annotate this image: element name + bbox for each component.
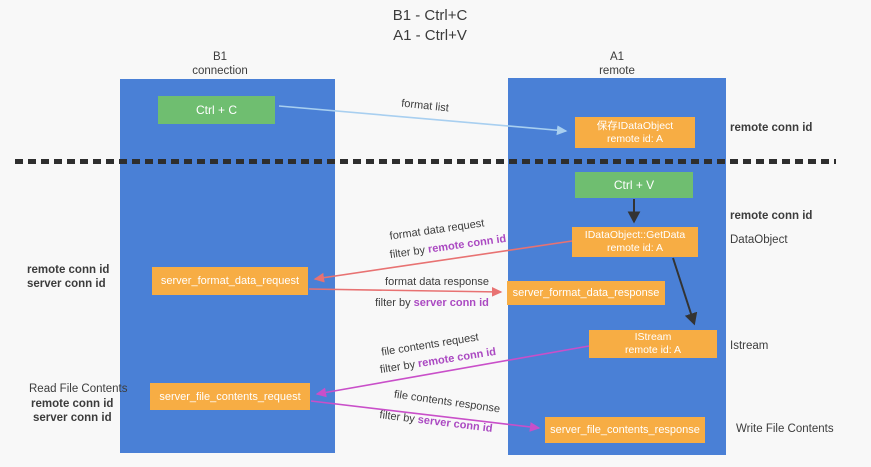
- getdata-to-istream-arrow: [672, 257, 698, 326]
- write-file-contents-label: Write File Contents: [736, 423, 834, 435]
- page-title: B1 - Ctrl+C A1 - Ctrl+V: [300, 6, 560, 46]
- format-data-request-arrow: [313, 240, 573, 283]
- server-format-data-request-box: server_format_data_request: [152, 267, 308, 295]
- left-server-conn-id-label-2: server conn id: [33, 412, 112, 424]
- server-file-contents-response-box: server_file_contents_response: [545, 417, 705, 443]
- format-response-filter-label: filter by server conn id: [362, 297, 502, 309]
- left-remote-conn-id-label: remote conn id: [27, 264, 110, 276]
- save-idataobject-box: 保存IDataObject remote id: A: [575, 117, 695, 148]
- getdata-line1: IDataObject::GetData: [584, 229, 686, 241]
- left-server-conn-id-label: server conn id: [27, 278, 106, 290]
- save-idataobject-line1: 保存IDataObject: [596, 119, 674, 132]
- ctrl-c-box: Ctrl + C: [158, 96, 275, 124]
- ctrl-v-box: Ctrl + V: [575, 172, 693, 198]
- right-column-header: A1 remote: [537, 51, 697, 78]
- format-list-arrow: [278, 105, 568, 136]
- getdata-line2: remote id: A: [606, 242, 664, 254]
- idataobject-getdata-box: IDataObject::GetData remote id: A: [572, 227, 698, 257]
- file-contents-request-arrow: [315, 345, 590, 398]
- file-response-label: server_file_contents_response: [550, 424, 700, 436]
- left-column-name: B1: [212, 51, 228, 63]
- format-data-response-label: format data response: [385, 276, 489, 288]
- file-contents-response-arrow: [310, 400, 541, 432]
- istream-line1: IStream: [634, 331, 672, 343]
- file-request-label: server_file_contents_request: [159, 390, 301, 403]
- istream-box: IStream remote id: A: [589, 330, 717, 358]
- read-file-contents-label: Read File Contents: [29, 383, 128, 395]
- right-remote-conn-id-label-top: remote conn id: [730, 122, 813, 134]
- istream-line2: remote id: A: [624, 344, 682, 356]
- format-request-label: server_format_data_request: [160, 275, 300, 287]
- dataobject-label: DataObject: [730, 234, 788, 246]
- right-column-name: A1: [609, 51, 625, 63]
- format-data-response-arrow: [308, 286, 503, 297]
- left-column-role: connection: [192, 64, 248, 77]
- title-line-1: B1 - Ctrl+C: [392, 7, 468, 24]
- left-column-header: B1 connection: [140, 51, 300, 78]
- right-remote-conn-id-label-mid: remote conn id: [730, 210, 813, 222]
- left-remote-conn-id-label-2: remote conn id: [31, 398, 114, 410]
- right-column-role: remote: [599, 64, 635, 77]
- filter-by-text: filter by: [375, 297, 411, 309]
- server-conn-id-text: server conn id: [413, 297, 489, 309]
- server-format-data-response-box: server_format_data_response: [507, 281, 665, 305]
- format-response-label: server_format_data_response: [512, 287, 660, 299]
- save-idataobject-line2: remote id: A: [606, 132, 664, 145]
- server-file-contents-request-box: server_file_contents_request: [150, 383, 310, 410]
- title-line-2: A1 - Ctrl+V: [393, 27, 467, 44]
- ctrl-v-label: Ctrl + V: [613, 178, 655, 192]
- istream-side-label: Istream: [730, 340, 769, 352]
- session-separator-line: [15, 159, 836, 164]
- ctrl-c-label: Ctrl + C: [195, 103, 237, 117]
